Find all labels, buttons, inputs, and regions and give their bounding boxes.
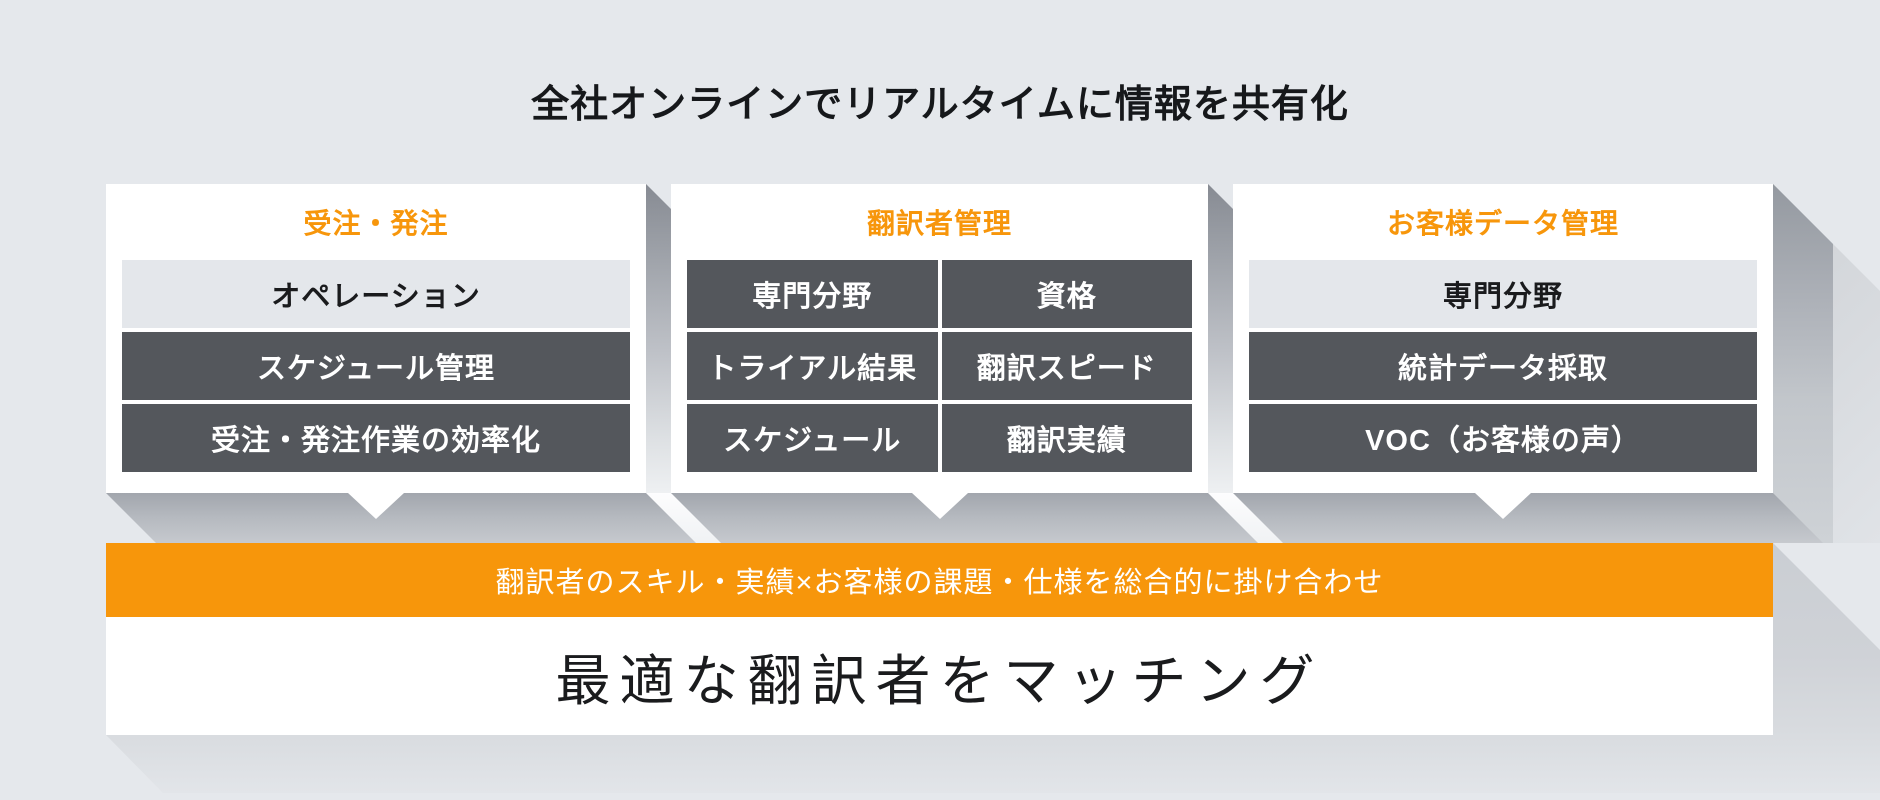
card-customer-data-management: お客様データ管理 専門分野 統計データ採取 VOC（お客様の声） [1233, 184, 1773, 493]
card-order-management: 受注・発注 オペレーション スケジュール管理 受注・発注作業の効率化 [106, 184, 646, 493]
card-order-management-rows: オペレーション スケジュール管理 受注・発注作業の効率化 [122, 260, 630, 472]
card-translator-management-grid: 専門分野 資格 トライアル結果 翻訳スピード スケジュール 翻訳実績 [687, 260, 1192, 472]
cell-translation-speed: 翻訳スピード [941, 332, 1192, 400]
row-voc: VOC（お客様の声） [1249, 404, 1757, 472]
card-translator-management: 翻訳者管理 専門分野 資格 トライアル結果 翻訳スピード スケジュール 翻訳実績 [671, 184, 1208, 493]
result-band: 翻訳者のスキル・実績×お客様の課題・仕様を総合的に掛け合わせ 最適な翻訳者をマッ… [106, 543, 1773, 735]
row-order-efficiency: 受注・発注作業の効率化 [122, 404, 630, 472]
card-customer-data-management-header: お客様データ管理 [1386, 208, 1619, 239]
card1-edge-shadow [646, 184, 671, 493]
row-operation: オペレーション [122, 260, 630, 328]
cell-trial-result: トライアル結果 [687, 332, 938, 400]
row-statistics-collection: 統計データ採取 [1249, 332, 1757, 400]
row-customer-specialty: 専門分野 [1249, 260, 1757, 328]
cell-specialty: 専門分野 [687, 260, 938, 328]
result-band-text: 最適な翻訳者をマッチング [106, 617, 1773, 735]
diagram-title: 全社オンラインでリアルタイムに情報を共有化 [531, 84, 1349, 126]
card-translator-management-header: 翻訳者管理 [866, 208, 1012, 239]
cell-qualification: 資格 [941, 260, 1192, 328]
cell-translation-record: 翻訳実績 [941, 404, 1192, 472]
card-customer-data-management-rows: 専門分野 統計データ採取 VOC（お客様の声） [1249, 260, 1757, 472]
card-order-management-header: 受注・発注 [303, 208, 449, 239]
row-schedule-management: スケジュール管理 [122, 332, 630, 400]
result-band-headline: 翻訳者のスキル・実績×お客様の課題・仕様を総合的に掛け合わせ [106, 543, 1773, 617]
cell-schedule: スケジュール [687, 404, 938, 472]
card3-edge-shadow [1773, 184, 1833, 543]
card2-edge-shadow [1208, 184, 1233, 493]
